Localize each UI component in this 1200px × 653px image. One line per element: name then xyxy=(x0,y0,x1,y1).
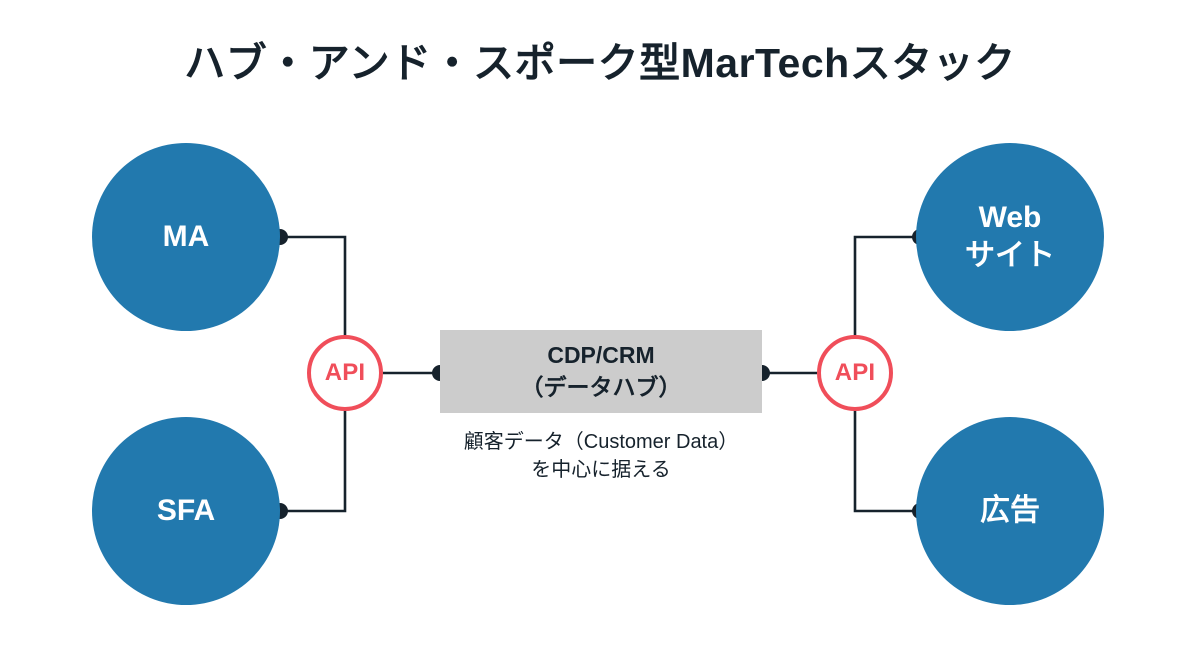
api-node-left-label: API xyxy=(324,359,366,386)
hub-caption-line-1: 顧客データ（Customer Data） xyxy=(463,431,739,453)
spoke-node-ma-label: MA xyxy=(162,219,210,253)
hub-caption: 顧客データ（Customer Data） を中心に据える xyxy=(401,428,801,485)
hub-node-cdp-crm[interactable]: CDP/CRM （データハブ） xyxy=(440,330,762,413)
hub-label-secondary: （データハブ） xyxy=(520,373,682,400)
spoke-node-website-label-2: サイト xyxy=(965,239,1055,272)
page-title: ハブ・アンド・スポーク型MarTechスタック xyxy=(184,40,1016,86)
spoke-node-website[interactable]: Web サイト xyxy=(916,143,1104,331)
spoke-node-advertising-label: 広告 xyxy=(980,493,1040,527)
api-node-left[interactable]: API xyxy=(307,335,383,411)
spoke-node-ma[interactable]: MA xyxy=(92,143,280,331)
api-node-right[interactable]: API xyxy=(817,335,893,411)
spoke-node-website-label-1: Web xyxy=(978,200,1042,234)
spoke-node-sfa[interactable]: SFA xyxy=(92,417,280,605)
spoke-node-sfa-label: SFA xyxy=(156,493,216,527)
hub-caption-line-2: を中心に据える xyxy=(531,459,671,482)
api-node-right-label: API xyxy=(834,359,876,386)
spoke-node-advertising[interactable]: 広告 xyxy=(916,417,1104,605)
hub-label-primary: CDP/CRM xyxy=(547,341,655,368)
